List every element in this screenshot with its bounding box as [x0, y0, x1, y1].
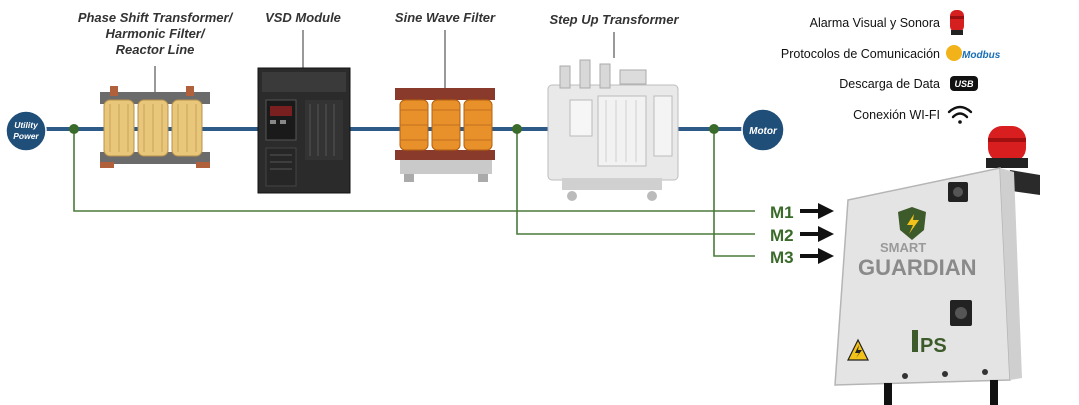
step-up-title: Step Up Transformer	[549, 12, 679, 27]
sine-wave-filter-image	[395, 88, 495, 182]
wifi-icon	[947, 105, 973, 124]
feature-protocols: Protocolos de Comunicación	[781, 47, 940, 61]
m3-label: M3	[770, 248, 794, 267]
m1-label: M1	[770, 203, 794, 222]
device-brand-line1: SMART	[880, 240, 926, 255]
m1-arrow-icon	[800, 203, 834, 219]
tap-dot-m2	[512, 124, 522, 134]
maker-logo-text: PS	[920, 335, 947, 357]
vsd-title: VSD Module	[265, 10, 341, 25]
measurement-lines	[73, 129, 755, 257]
m2-arrow-icon	[800, 226, 834, 242]
m1-line	[73, 129, 755, 212]
m3-arrow-icon	[800, 248, 834, 264]
measurement-labels: M1 M2 M3	[770, 203, 834, 267]
phase-shift-transformer-image	[100, 86, 210, 168]
step-up-transformer-image	[547, 59, 679, 201]
device-brand-line2: GUARDIAN	[858, 255, 977, 280]
usb-logo-text: USB	[954, 79, 974, 89]
motor-label: Motor	[749, 126, 778, 137]
vsd-module-image	[257, 67, 351, 194]
alarm-beacon-icon	[950, 10, 964, 35]
device-side	[1000, 168, 1022, 380]
smart-guardian-device: SMART GUARDIAN PS	[834, 126, 1040, 405]
transformer-title-line1: Phase Shift Transformer/	[78, 10, 234, 25]
device-leg-left	[884, 383, 892, 405]
modbus-logo-text: Modbus	[962, 50, 1001, 61]
feature-alarm: Alarma Visual y Sonora	[810, 16, 940, 30]
shield-logo-icon	[898, 207, 926, 240]
utility-power-node: Utility Power	[5, 110, 47, 152]
feature-download: Descarga de Data	[839, 77, 940, 91]
utility-label-line1: Utility	[14, 120, 39, 130]
feature-wifi: Conexión WI-FI	[853, 108, 940, 122]
warning-icon	[847, 338, 869, 361]
transformer-title-line3: Reactor Line	[116, 42, 195, 57]
feature-list: Alarma Visual y Sonora Protocolos de Com…	[781, 10, 1001, 124]
m2-label: M2	[770, 226, 794, 245]
m2-line	[516, 129, 755, 235]
usb-icon: USB	[950, 76, 978, 91]
transformer-title-line2: Harmonic Filter/	[106, 26, 206, 41]
modbus-logo-icon: Modbus	[946, 45, 1001, 61]
maker-logo-icon: PS	[912, 330, 947, 357]
device-leg-right	[990, 380, 998, 405]
utility-label-line2: Power	[13, 131, 39, 141]
tap-dot-m3	[709, 124, 719, 134]
m3-line	[713, 129, 755, 257]
motor-node: Motor	[741, 108, 785, 152]
tap-dot-m1	[69, 124, 79, 134]
sine-filter-title: Sine Wave Filter	[395, 10, 496, 25]
